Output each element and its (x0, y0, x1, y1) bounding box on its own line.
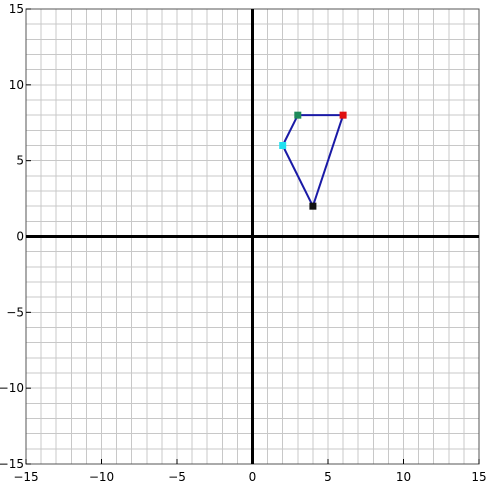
x-tick-label: −10 (89, 470, 114, 484)
polygon-vertex (294, 111, 302, 119)
polygon (279, 111, 347, 210)
x-tick-label: 0 (249, 470, 257, 484)
y-tick-label: −15 (0, 457, 24, 471)
polygon-edge (281, 145, 314, 207)
y-tick-label: −5 (6, 305, 24, 319)
polygon-vertex (279, 142, 287, 149)
polygon-edge (281, 114, 299, 146)
y-tick-label: 0 (16, 230, 24, 244)
polygon-vertex (339, 111, 347, 119)
y-tick-label: 10 (9, 78, 24, 92)
x-tick-label: 5 (324, 470, 332, 484)
axes (25, 8, 480, 465)
polygon-edge (311, 114, 345, 207)
x-tick-label: 15 (471, 470, 486, 484)
x-tick-label: 10 (396, 470, 411, 484)
y-tick-label: −10 (0, 381, 24, 395)
y-tick-label: 15 (9, 2, 24, 16)
polygon-vertex (309, 202, 317, 210)
x-tick-label: −5 (168, 470, 186, 484)
y-tick-label: 5 (16, 154, 24, 168)
x-tick-label: −15 (13, 470, 38, 484)
